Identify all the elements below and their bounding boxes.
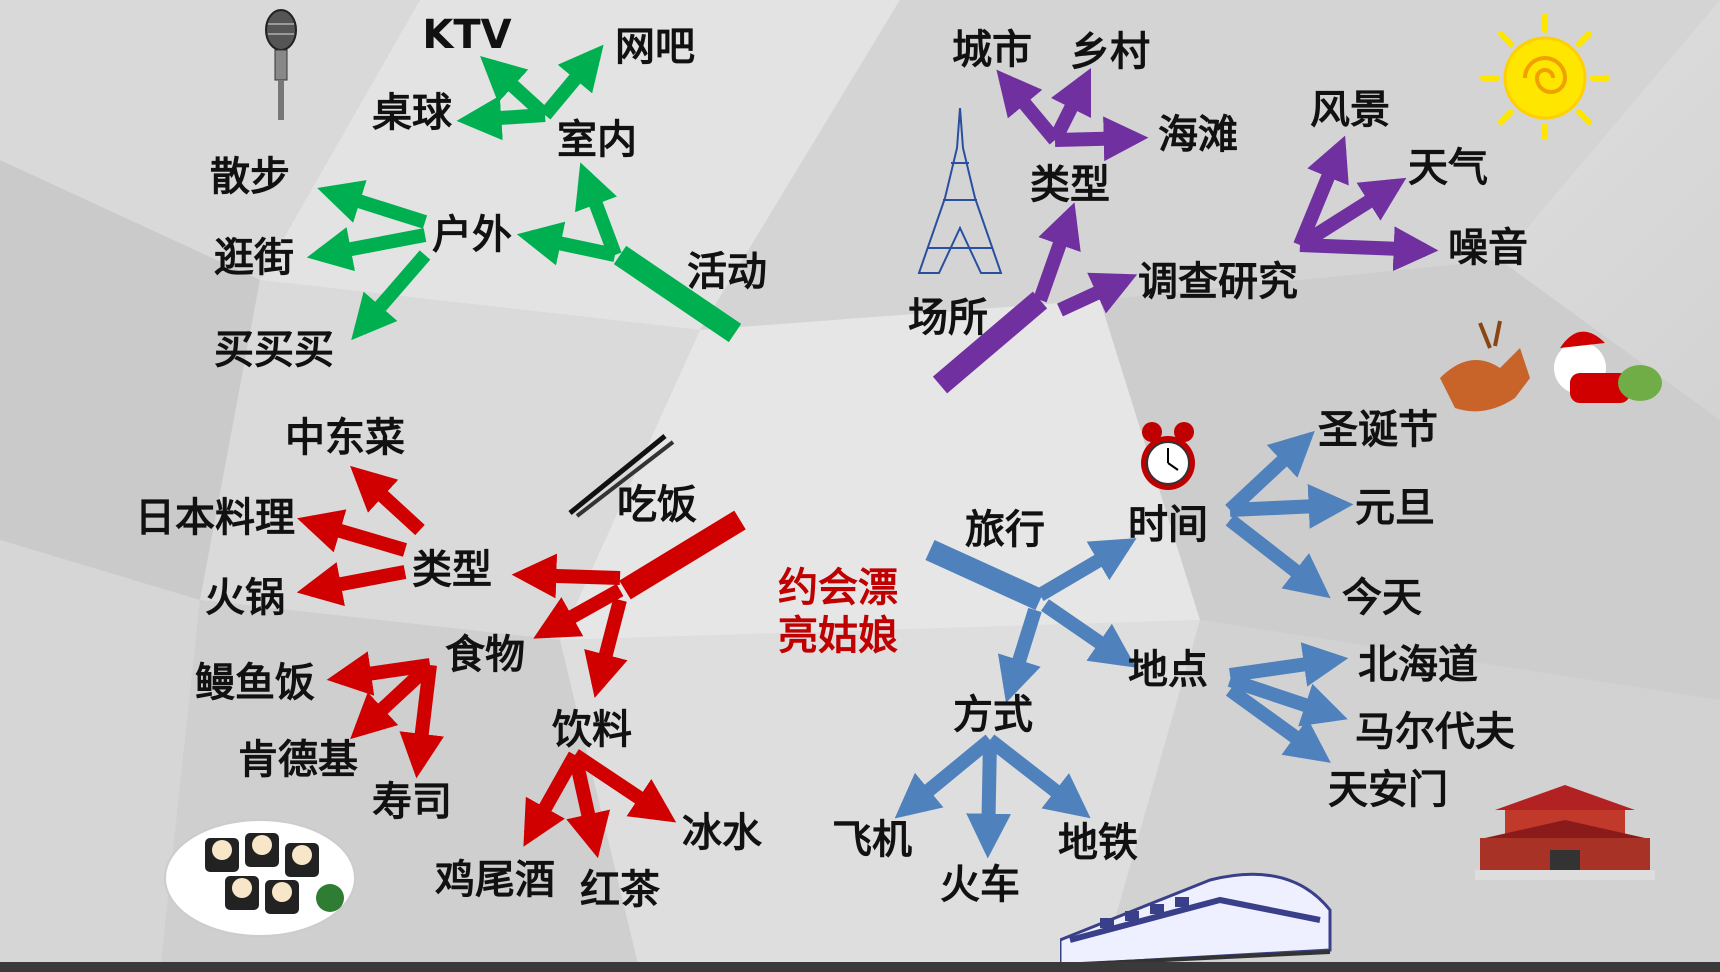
leaf-village: 乡村 [1070, 29, 1150, 75]
branch-travel-arrows [894, 430, 1354, 859]
node-outdoor: 户外 [432, 212, 512, 258]
node-indoor: 室内 [557, 117, 637, 163]
reindeer-santa-icon [1440, 320, 1662, 412]
leaf-train: 火车 [940, 862, 1020, 908]
leaf-scenery: 风景 [1310, 87, 1390, 133]
leaf-shopping-street: 逛街 [214, 235, 294, 281]
leaf-hotpot: 火锅 [205, 575, 285, 621]
eiffel-tower-icon [917, 108, 1003, 274]
leaf-cocktail: 鸡尾酒 [435, 857, 555, 903]
leaf-japanese: 日本料理 [135, 495, 295, 541]
branch-activity-arrows [306, 44, 742, 343]
arrow-to-drink [584, 598, 628, 699]
sushi-plate-icon [164, 819, 356, 937]
arrow-to-meal-type [511, 553, 621, 599]
node-food: 食物 [445, 632, 525, 678]
arrow-to-indoor [575, 162, 622, 258]
alarm-clock-icon [1141, 422, 1195, 490]
node-drink: 饮料 [552, 707, 632, 753]
leaf-christmas: 圣诞节 [1318, 407, 1438, 453]
arrow-to-mode [997, 607, 1042, 703]
leaf-new-year: 元旦 [1355, 485, 1435, 531]
leaf-ktv: KTV [422, 12, 512, 58]
leaf-billiards: 桌球 [372, 90, 452, 136]
leaf-maldives: 马尔代夫 [1355, 709, 1515, 755]
center-topic-line2: 亮姑娘 [778, 613, 898, 659]
leaf-today: 今天 [1342, 575, 1422, 621]
leaf-black-tea: 红茶 [580, 867, 660, 913]
center-topic: 约会漂 亮姑娘 [773, 564, 903, 660]
leaf-city: 城市 [952, 27, 1032, 73]
arrow-to-time [1036, 538, 1137, 602]
leaf-hokkaido: 北海道 [1358, 642, 1478, 688]
node-place: 地点 [1128, 647, 1208, 693]
node-venue: 场所 [908, 295, 988, 341]
node-time: 时间 [1128, 502, 1208, 548]
leaf-internet-cafe: 网吧 [615, 24, 695, 70]
node-activity: 活动 [687, 249, 767, 295]
leaf-tiananmen: 天安门 [1328, 767, 1448, 813]
node-mode: 方式 [953, 692, 1033, 738]
sun-icon [1480, 13, 1610, 140]
arrow-to-place [1041, 599, 1137, 668]
node-travel: 旅行 [965, 507, 1045, 553]
leaf-shopping: 买买买 [214, 327, 334, 373]
leaf-eel-rice: 鳗鱼饭 [195, 660, 315, 706]
node-meal-type: 类型 [412, 547, 492, 593]
chopsticks-icon [568, 434, 675, 518]
branch-meal-arrows [296, 465, 746, 859]
arrow-to-research [1057, 272, 1138, 317]
arrow-to-venue-type [1033, 202, 1081, 303]
leaf-noise: 噪音 [1448, 225, 1528, 271]
leaf-ice-water: 冰水 [682, 810, 762, 856]
center-topic-line1: 约会漂 [778, 565, 898, 611]
leaf-middle-eastern: 中东菜 [285, 415, 405, 461]
leaf-sushi: 寿司 [372, 779, 452, 825]
tiananmen-icon [1475, 785, 1655, 880]
leaf-airplane: 飞机 [832, 817, 912, 863]
node-venue-type: 类型 [1030, 162, 1110, 208]
node-research: 调查研究 [1138, 259, 1298, 305]
leaf-weather: 天气 [1408, 145, 1488, 191]
leaf-kfc: 肯德基 [238, 737, 358, 783]
microphone-icon [265, 9, 297, 120]
branch-venue-arrows [932, 67, 1439, 394]
leaf-walk: 散步 [210, 154, 290, 200]
bottom-bar [0, 962, 1720, 972]
leaf-beach: 海滩 [1158, 112, 1238, 158]
arrow-to-food [533, 583, 624, 639]
leaf-subway: 地铁 [1058, 820, 1138, 866]
arrow-to-outdoor [516, 221, 617, 266]
node-meal: 吃饭 [617, 482, 697, 528]
